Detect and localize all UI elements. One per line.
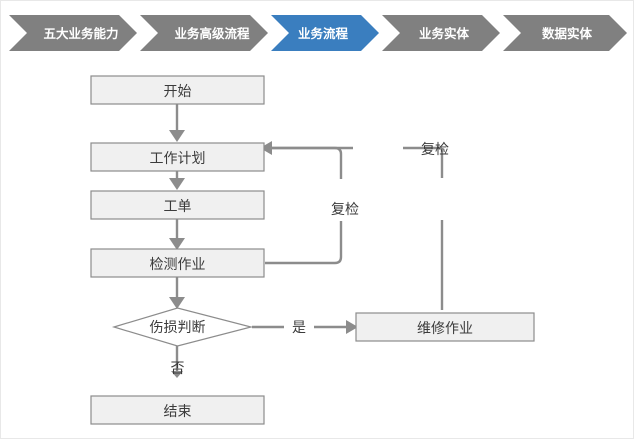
breadcrumb-step-4[interactable]: 数据实体 bbox=[503, 15, 627, 51]
breadcrumb-step-label: 数据实体 bbox=[541, 26, 593, 41]
breadcrumb-step-label: 五大业务能力 bbox=[43, 26, 118, 41]
node-end[interactable]: 结束 bbox=[90, 395, 265, 425]
node-shape bbox=[90, 190, 265, 220]
node-work-plan[interactable]: 工作计划 bbox=[90, 142, 265, 172]
arrowhead-inspection-to-damage bbox=[169, 297, 185, 309]
breadcrumb-step-label: 业务实体 bbox=[419, 26, 470, 41]
arrowhead-start-to-work-plan bbox=[169, 130, 185, 142]
node-label: 检测作业 bbox=[150, 256, 206, 272]
arrowhead-recheck-inner-to-work-plan bbox=[260, 141, 272, 155]
node-work-order[interactable]: 工单 bbox=[90, 190, 265, 220]
edge-inspection-to-work-plan-upper bbox=[271, 146, 343, 179]
breadcrumb-step-label-active: 业务流程 bbox=[298, 26, 349, 41]
chevron-shape bbox=[382, 15, 500, 51]
edge-label-no: 否 bbox=[171, 360, 185, 376]
arrowhead-work-order-to-inspection bbox=[169, 238, 185, 250]
node-label: 结束 bbox=[164, 403, 192, 419]
breadcrumb: 五大业务能力 业务高级流程 业务流程 业务实体 数据实体 bbox=[1, 15, 633, 51]
edge-label-recheck-outer: 复检 bbox=[421, 141, 449, 157]
edge-label-yes: 是 bbox=[292, 319, 306, 335]
node-shape bbox=[90, 395, 265, 425]
node-inspection[interactable]: 检测作业 bbox=[90, 248, 265, 278]
edge-label-recheck-inner: 复检 bbox=[331, 201, 359, 217]
flowchart: 开始 工作计划 工单 检测作业 伤损判断 维修作业 bbox=[1, 51, 633, 438]
breadcrumb-step-2[interactable]: 业务流程 bbox=[271, 15, 379, 51]
node-repair[interactable]: 维修作业 bbox=[355, 312, 535, 342]
chevron-shape bbox=[9, 15, 137, 51]
node-damage-decision[interactable]: 伤损判断 bbox=[111, 307, 254, 347]
node-label: 伤损判断 bbox=[150, 319, 206, 335]
chevron-shape bbox=[140, 15, 268, 51]
node-label: 开始 bbox=[164, 83, 192, 99]
arrowhead-damage-to-end bbox=[171, 371, 183, 378]
node-shape bbox=[90, 142, 265, 172]
node-start[interactable]: 开始 bbox=[90, 75, 265, 105]
chevron-shape-active bbox=[271, 15, 379, 51]
node-shape bbox=[111, 307, 254, 347]
node-label: 工单 bbox=[164, 198, 192, 214]
breadcrumb-step-label: 业务高级流程 bbox=[174, 26, 250, 41]
node-shape bbox=[355, 312, 535, 342]
node-label: 维修作业 bbox=[417, 320, 473, 336]
breadcrumb-step-0[interactable]: 五大业务能力 bbox=[9, 15, 137, 51]
breadcrumb-step-1[interactable]: 业务高级流程 bbox=[140, 15, 268, 51]
arrowhead-damage-to-repair bbox=[346, 320, 358, 334]
node-label: 工作计划 bbox=[150, 150, 206, 166]
chevron-shape bbox=[503, 15, 627, 51]
arrowhead-work-plan-to-work-order bbox=[169, 178, 185, 190]
node-shape bbox=[90, 248, 265, 278]
node-shape bbox=[90, 75, 265, 105]
edge-inspection-to-work-plan-lower bbox=[265, 221, 343, 265]
breadcrumb-step-3[interactable]: 业务实体 bbox=[382, 15, 500, 51]
